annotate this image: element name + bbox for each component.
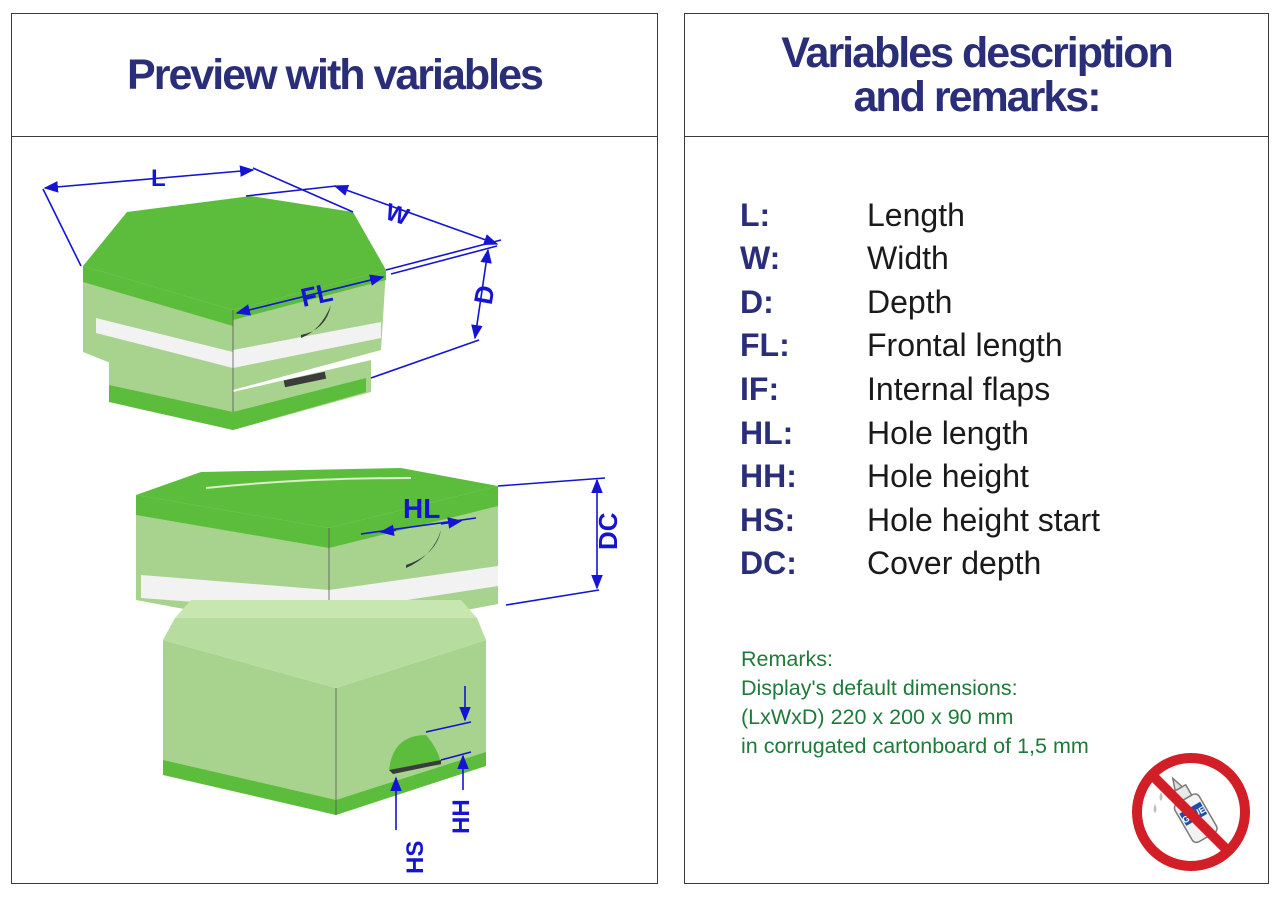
variables-header: Variables description and remarks:: [685, 14, 1268, 137]
label-HH: HH: [448, 799, 475, 834]
label-FL: FL: [298, 277, 335, 313]
label-W: W: [382, 199, 412, 232]
label-HL: HL: [403, 493, 440, 524]
variable-desc: Hole length: [867, 415, 1029, 451]
dimension-lines-top: [42, 165, 502, 379]
variable-desc: Hole height start: [867, 502, 1101, 538]
dimension-labels-bottom: HL DC HH HS: [402, 493, 623, 874]
variables-title: Variables description and remarks:: [685, 31, 1268, 119]
label-D: D: [468, 283, 501, 307]
no-glue-icon: GLUE: [1132, 753, 1250, 871]
base: [163, 600, 486, 815]
variable-desc: Hole height: [867, 458, 1029, 494]
preview-title: Preview with variables: [127, 51, 544, 99]
variable-desc: Depth: [867, 284, 953, 320]
preview-panel: Preview with variables: [11, 13, 658, 884]
variable-key: HH:: [740, 458, 797, 494]
label-DC: DC: [593, 512, 623, 550]
remarks-line: in corrugated cartonboard of 1,5 mm: [741, 734, 1089, 758]
remarks-line: (LxWxD) 220 x 200 x 90 mm: [741, 705, 1014, 729]
preview-header: Preview with variables: [12, 14, 657, 137]
dimension-lines-bottom: [360, 477, 606, 830]
variable-desc: Cover depth: [867, 545, 1042, 581]
variable-key: D:: [740, 284, 774, 320]
top-box: [83, 196, 386, 430]
variable-desc: Frontal length: [867, 327, 1063, 363]
variable-key: DC:: [740, 545, 797, 581]
remarks-line: Display's default dimensions:: [741, 676, 1018, 700]
variable-key: FL:: [740, 327, 790, 363]
variables-panel: Variables description and remarks: L: Le…: [684, 13, 1269, 884]
remarks-heading: Remarks:: [741, 647, 833, 671]
label-L: L: [151, 165, 166, 192]
variable-desc: Length: [867, 197, 965, 233]
variable-key: HS:: [740, 502, 796, 538]
remarks: Remarks: Display's default dimensions: (…: [741, 645, 1089, 761]
variable-key: HL:: [740, 415, 794, 451]
variable-key: L:: [740, 197, 771, 233]
variable-desc: Width: [867, 240, 949, 276]
label-HS: HS: [402, 841, 429, 874]
variable-key: IF:: [740, 371, 780, 407]
variables-title-line1: Variables description: [781, 29, 1174, 77]
variable-key: W:: [740, 240, 781, 276]
variables-title-line2: and remarks:: [853, 73, 1101, 121]
box-illustration: L W D FL: [42, 165, 623, 874]
variable-desc: Internal flaps: [867, 371, 1051, 407]
